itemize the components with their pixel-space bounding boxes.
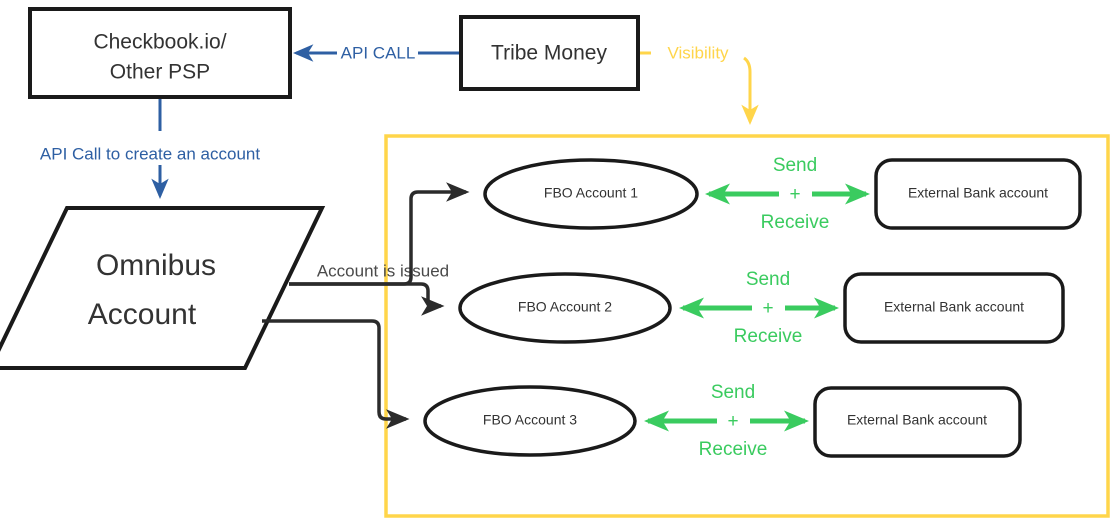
external-bank-1-box[interactable]	[874, 158, 1082, 230]
node-checkbook-psp[interactable]: Checkbook.io/ Other PSP	[28, 7, 292, 99]
omnibus-account-label-line1: Omnibus	[96, 249, 216, 282]
checkbook-psp-box	[28, 7, 292, 99]
edge-visibility: Visibility	[640, 43, 759, 126]
send-label-row-3: Send	[711, 382, 755, 403]
fbo-account-3-label: FBO Account 3	[483, 412, 577, 428]
plus-label-row-2: +	[762, 298, 773, 319]
tribe-money-label: Tribe Money	[491, 42, 607, 65]
connector-omnibus-to-fbo-3	[262, 319, 410, 429]
connector-omnibus-to-fbo-2	[289, 282, 445, 316]
omnibus-account-label-line2: Account	[88, 298, 197, 331]
node-tribe-money[interactable]: Tribe Money	[459, 15, 640, 91]
external-bank-1-label: External Bank account	[908, 185, 1048, 201]
fbo-account-2-label: FBO Account 2	[518, 299, 612, 315]
receive-label-row-3: Receive	[699, 439, 768, 460]
receive-label-row-1: Receive	[761, 212, 830, 233]
visibility-label: Visibility	[667, 43, 729, 62]
external-bank-3-box[interactable]	[813, 386, 1022, 458]
omnibus-account-shape	[0, 206, 326, 370]
send-label-row-2: Send	[746, 269, 790, 290]
tribe-money-box	[459, 15, 640, 91]
external-bank-2-label: External Bank account	[884, 299, 1024, 315]
visibility-elbow	[741, 56, 759, 126]
plus-label-row-3: +	[727, 411, 738, 432]
edge-api-call: API CALL	[292, 43, 459, 62]
edge-api-call-create: API Call to create an account	[40, 99, 260, 200]
account-issued-label: Account is issued	[317, 261, 449, 280]
fbo-account-2-ellipse[interactable]	[458, 272, 672, 344]
send-label-row-1: Send	[773, 155, 817, 176]
receive-label-row-2: Receive	[734, 326, 803, 347]
checkbook-psp-label-line1: Checkbook.io/	[93, 31, 226, 54]
flow-row-2: FBO Account 2 External Bank account Send…	[458, 269, 1065, 347]
visibility-group-border	[384, 134, 1110, 518]
external-bank-2-box[interactable]	[843, 272, 1065, 344]
external-bank-3-label: External Bank account	[847, 412, 987, 428]
fbo-account-1-label: FBO Account 1	[544, 185, 638, 201]
node-omnibus-account[interactable]: Omnibus Account	[0, 206, 326, 370]
flow-row-1: FBO Account 1 External Bank account Send…	[483, 155, 1082, 233]
checkbook-psp-label-line2: Other PSP	[110, 61, 210, 84]
fbo-account-1-ellipse[interactable]	[483, 158, 699, 230]
api-call-create-label: API Call to create an account	[40, 144, 260, 163]
api-call-label: API CALL	[341, 43, 416, 62]
flow-row-3: FBO Account 3 External Bank account Send…	[423, 382, 1022, 460]
plus-label-row-1: +	[789, 184, 800, 205]
fbo-account-3-ellipse[interactable]	[423, 385, 637, 457]
